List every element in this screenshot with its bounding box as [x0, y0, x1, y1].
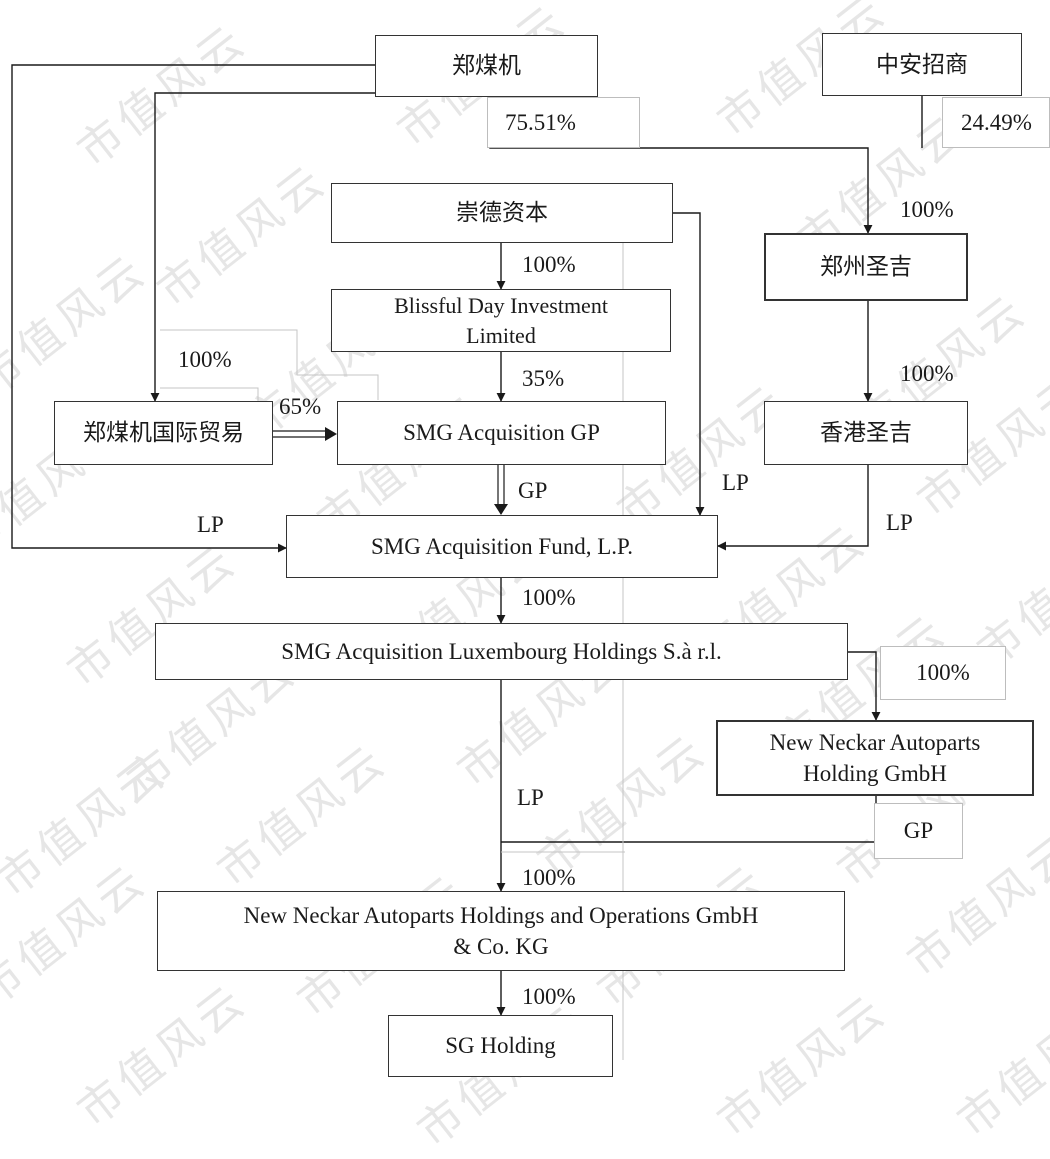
entity-smg-acquisition-gp[interactable]: SMG Acquisition GP: [337, 401, 666, 465]
label-zhengmeiji-stake: 75.51%: [487, 97, 640, 148]
entity-chongde-capital-label: 崇德资本: [456, 200, 548, 226]
entity-smg-luxembourg-holdings-label: SMG Acquisition Luxembourg Holdings S.à …: [281, 638, 722, 664]
label-chongde-lp: LP: [722, 470, 749, 495]
edge-lux-to-nnh: [848, 651, 881, 721]
entity-blissful-day-label: Blissful Day Investment Limited: [394, 292, 608, 348]
entity-zmj-international-trade-label: 郑煤机国际贸易: [83, 420, 244, 446]
entity-new-neckar-holding-label: New Neckar Autoparts Holding GmbH: [769, 729, 981, 786]
edge-zmj-to-trade: [150, 92, 375, 402]
entity-chongde-capital[interactable]: 崇德资本: [331, 183, 673, 243]
label-operations-stake: 100%: [522, 865, 576, 890]
label-trade-stake: 100%: [178, 347, 232, 372]
label-hk-shengji-lp: LP: [886, 510, 913, 535]
label-zhongan-stake: 24.49%: [942, 97, 1050, 148]
label-gp-stake: 35%: [522, 366, 565, 391]
entity-zhengmeiji-label: 郑煤机: [452, 53, 521, 79]
edge-zmj-lp-to-fund: [11, 64, 375, 553]
edge-chongde-lp-to-fund: [673, 212, 705, 516]
faint-guide-line: [160, 329, 379, 400]
label-luxembourg-lp: LP: [517, 785, 544, 810]
entity-zhongan-zhaoshang-label: 中安招商: [876, 51, 968, 77]
label-blissful-stake: 100%: [522, 252, 576, 277]
edge-hk-lp-to-fund: [717, 465, 869, 551]
entity-sg-holding-label: SG Holding: [445, 1033, 556, 1059]
entity-blissful-day[interactable]: Blissful Day Investment Limited: [331, 289, 671, 352]
entity-smg-acquisition-fund[interactable]: SMG Acquisition Fund, L.P.: [286, 515, 718, 578]
label-hk-shengji-stake: 100%: [900, 361, 954, 386]
label-new-neckar-holding-gp: GP: [874, 803, 963, 859]
label-trade-gp-stake: 65%: [279, 394, 322, 419]
entity-sg-holding[interactable]: SG Holding: [388, 1015, 613, 1077]
entity-hk-shengji-label: 香港圣吉: [820, 420, 912, 446]
entity-smg-acquisition-gp-label: SMG Acquisition GP: [403, 420, 600, 446]
edge-trade-to-gp-arrowhead: [325, 427, 337, 441]
entity-zhongan-zhaoshang[interactable]: 中安招商: [822, 33, 1022, 96]
entity-new-neckar-holding[interactable]: New Neckar Autoparts Holding GmbH: [716, 720, 1034, 796]
entity-zhengzhou-shengji[interactable]: 郑州圣吉: [764, 233, 968, 301]
entity-smg-luxembourg-holdings[interactable]: SMG Acquisition Luxembourg Holdings S.à …: [155, 623, 848, 680]
entity-smg-acquisition-fund-label: SMG Acquisition Fund, L.P.: [371, 533, 633, 559]
entity-hk-shengji[interactable]: 香港圣吉: [764, 401, 968, 465]
label-zhengzhou-shengji-stake: 100%: [900, 197, 954, 222]
entity-zhengmeiji[interactable]: 郑煤机: [375, 35, 598, 97]
edge-nnh-gp-to-ops: [501, 796, 877, 843]
edge-gp-to-fund-arrowhead: [494, 504, 508, 515]
entity-new-neckar-operations[interactable]: New Neckar Autoparts Holdings and Operat…: [157, 891, 845, 971]
label-luxembourg-stake: 100%: [522, 585, 576, 610]
label-sg-holding-stake: 100%: [522, 984, 576, 1009]
faint-guide-line: [160, 387, 259, 401]
entity-zmj-international-trade[interactable]: 郑煤机国际贸易: [54, 401, 273, 465]
label-zhengmeiji-lp: LP: [197, 512, 224, 537]
label-gp-role: GP: [518, 478, 548, 503]
entity-new-neckar-operations-label: New Neckar Autoparts Holdings and Operat…: [243, 902, 759, 959]
entity-zhengzhou-shengji-label: 郑州圣吉: [820, 254, 912, 280]
label-new-neckar-holding-stake: 100%: [880, 646, 1006, 700]
